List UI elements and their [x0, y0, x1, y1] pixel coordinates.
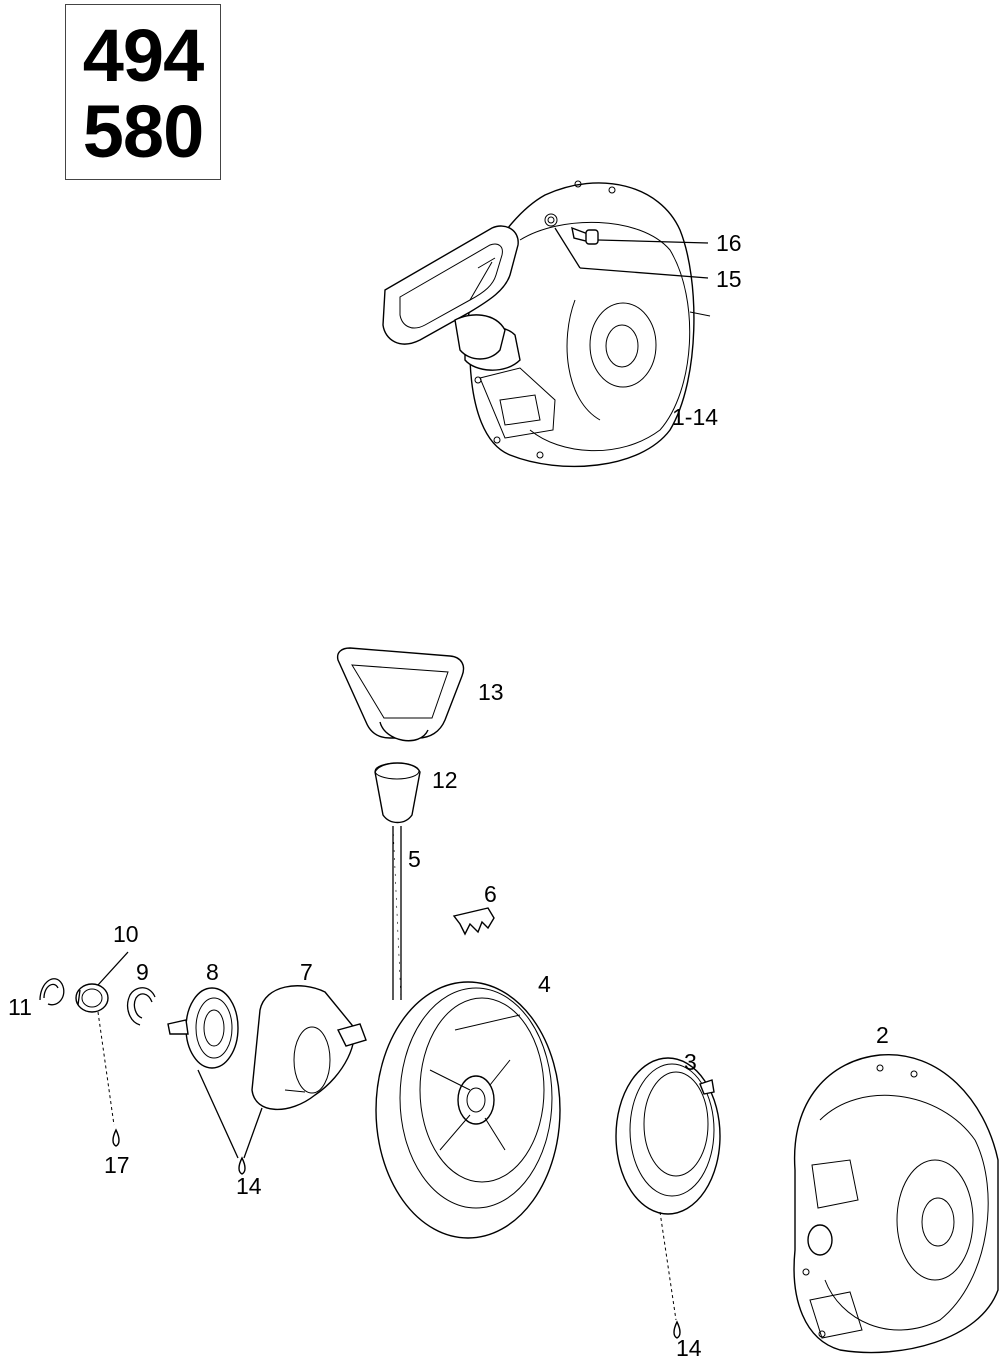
handle-13	[336, 647, 465, 742]
callout-6: 6	[484, 881, 497, 907]
callout-17: 17	[104, 1152, 130, 1178]
rope-5	[392, 825, 402, 1001]
circlip-11	[39, 978, 65, 1006]
housing-2	[793, 1054, 999, 1354]
leader-14-b	[659, 1211, 677, 1321]
leader-15-b	[579, 267, 709, 279]
callout-3: 3	[684, 1049, 697, 1075]
pulley-4	[375, 981, 561, 1239]
callout-14-a: 14	[236, 1173, 262, 1199]
callout-1-14: 1-14	[672, 404, 718, 430]
bolt-16	[571, 226, 599, 245]
leader-17	[97, 1011, 115, 1126]
model-number-494: 494	[82, 14, 204, 97]
handle-insert-12	[374, 762, 421, 824]
leader-14-a-2	[243, 1107, 263, 1159]
callout-16: 16	[716, 230, 742, 256]
retainer-9	[126, 987, 156, 1026]
model-number-580: 580	[82, 90, 204, 173]
spring-10	[75, 951, 129, 1013]
callout-14-b: 14	[676, 1335, 702, 1361]
leader-15-a	[554, 227, 581, 269]
callout-15: 15	[716, 266, 742, 292]
recoil-spring-3	[615, 1057, 721, 1215]
grease-drop-icon-14a	[238, 1156, 246, 1175]
callout-11: 11	[8, 994, 32, 1020]
grease-drop-icon-14b	[673, 1320, 681, 1339]
callout-10: 10	[113, 921, 139, 947]
callout-9: 9	[136, 959, 149, 985]
grease-drop-icon-17	[112, 1128, 120, 1147]
ratchet-8	[167, 987, 239, 1069]
leader-16	[597, 239, 709, 244]
callout-4: 4	[538, 971, 551, 997]
assembled-recoil-starter	[382, 180, 711, 468]
pawl-6	[452, 907, 495, 936]
callout-2: 2	[876, 1022, 889, 1048]
callout-13: 13	[478, 679, 504, 705]
leader-14-a-1	[197, 1069, 239, 1159]
cover-7	[251, 985, 367, 1111]
callout-12: 12	[432, 767, 458, 793]
model-number-box: 494 580	[65, 4, 221, 180]
callout-8: 8	[206, 959, 219, 985]
callout-7: 7	[300, 959, 313, 985]
callout-5: 5	[408, 846, 421, 872]
